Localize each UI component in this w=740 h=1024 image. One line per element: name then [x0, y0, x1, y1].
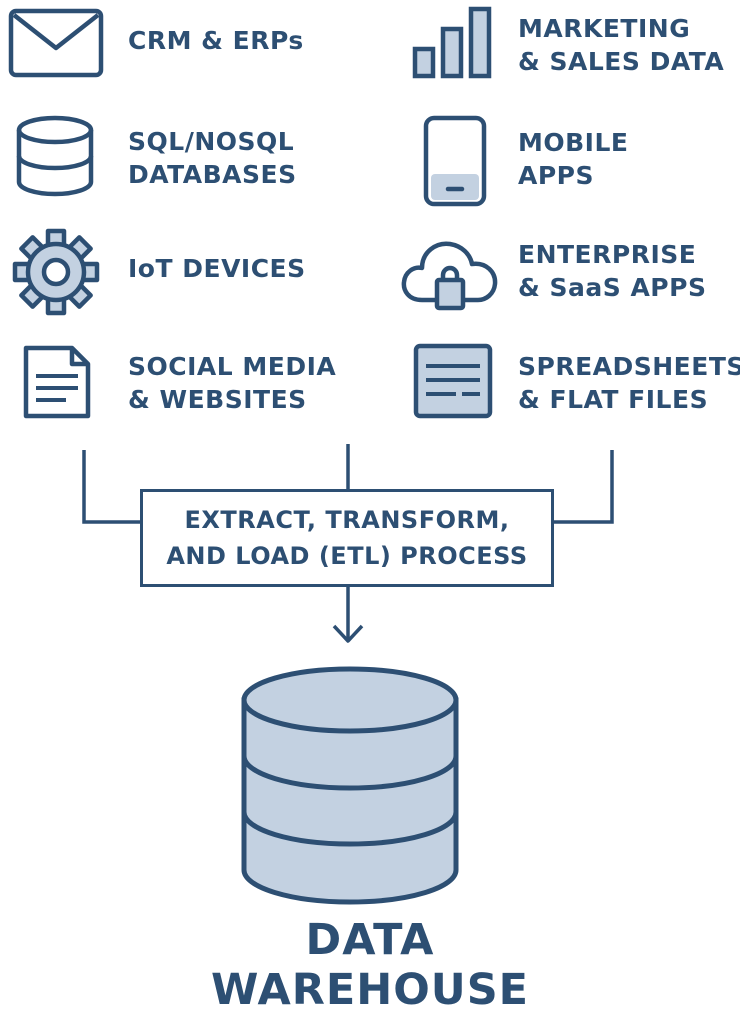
label-line: CRM & ERPs [128, 26, 304, 55]
source-label-enterprise-saas: ENTERPRISE & SaaS APPS [518, 238, 706, 304]
label-line: SQL/NOSQL [128, 127, 295, 156]
database-cylinder-icon [241, 666, 459, 905]
label-line: & SALES DATA [518, 47, 725, 76]
warehouse-line: WAREHOUSE [210, 965, 530, 1015]
bar-chart-icon [412, 6, 492, 79]
etl-line: EXTRACT, TRANSFORM, [184, 506, 510, 534]
label-line: ENTERPRISE [518, 240, 697, 269]
label-line: & FLAT FILES [518, 385, 709, 414]
document-icon [23, 345, 91, 419]
label-line: SPREADSHEETS [518, 352, 740, 381]
data-warehouse-title: DATA WAREHOUSE [0, 915, 740, 1015]
etl-line: AND LOAD (ETL) PROCESS [166, 542, 528, 570]
etl-process-box: EXTRACT, TRANSFORM, AND LOAD (ETL) PROCE… [140, 489, 554, 587]
label-line: & SaaS APPS [518, 273, 707, 302]
right-connector [552, 450, 614, 524]
source-label-iot-devices: IoT DEVICES [128, 252, 306, 285]
down-arrow-head [332, 624, 364, 643]
source-label-spreadsheets: SPREADSHEETS & FLAT FILES [518, 350, 740, 416]
mobile-phone-icon [423, 115, 487, 207]
warehouse-line: DATA [305, 915, 435, 965]
cloud-lock-icon [401, 241, 498, 311]
label-line: MARKETING [518, 14, 691, 43]
source-label-social-media: SOCIAL MEDIA & WEBSITES [128, 350, 336, 416]
label-line: IoT DEVICES [128, 254, 306, 283]
source-label-databases: SQL/NOSQL DATABASES [128, 125, 297, 191]
left-connector [82, 450, 142, 524]
label-line: MOBILE [518, 128, 629, 157]
source-label-mobile-apps: MOBILE APPS [518, 126, 629, 192]
label-line: SOCIAL MEDIA [128, 352, 337, 381]
database-icon [16, 115, 94, 197]
label-line: APPS [518, 161, 594, 190]
gear-icon [12, 228, 100, 316]
label-line: & WEBSITES [128, 385, 307, 414]
spreadsheet-icon [413, 343, 493, 419]
envelope-icon [8, 8, 104, 78]
source-label-crm-erps: CRM & ERPs [128, 24, 304, 57]
source-label-marketing-sales: MARKETING & SALES DATA [518, 12, 724, 78]
label-line: DATABASES [128, 160, 297, 189]
